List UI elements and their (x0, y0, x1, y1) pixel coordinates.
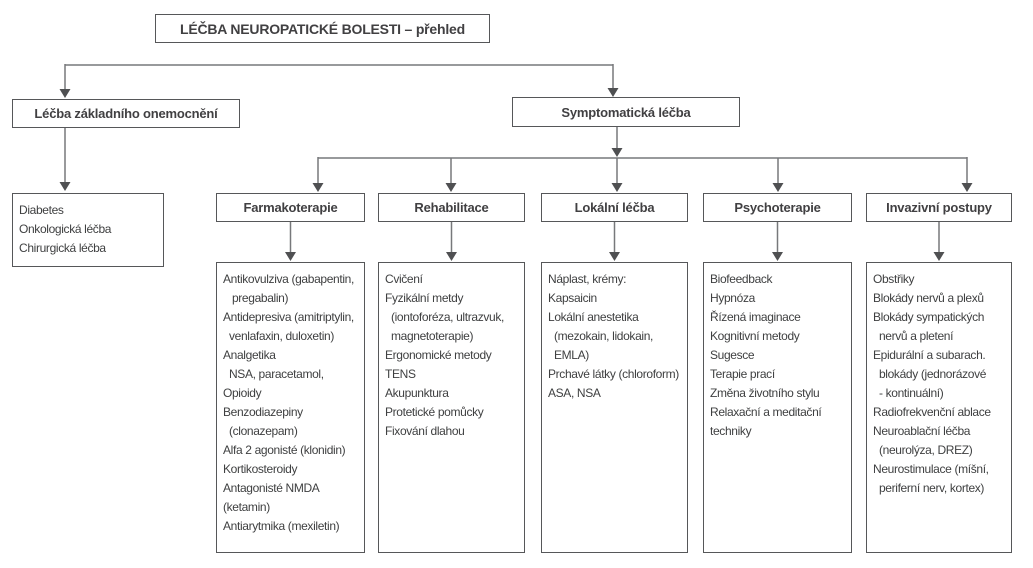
list-item: Analgetika (223, 348, 276, 362)
list-item: Epidurální a subarach. (873, 348, 986, 362)
list-item: ASA, NSA (548, 386, 601, 400)
list-item: (iontoforéza, ultrazvuk, (385, 310, 504, 324)
column-header-label: Rehabilitace (414, 200, 489, 215)
column-content-box: Antikovulziva (gabapentin, pregabalin) An… (216, 262, 365, 553)
list-item: Ergonomické metody (385, 348, 492, 362)
list-item: Cvičení (385, 272, 423, 286)
list-item: Terapie prací (710, 367, 775, 381)
column-header-label: Lokální léčba (574, 200, 655, 215)
title-box: LÉČBA NEUROPATICKÉ BOLESTI – přehled (155, 14, 490, 43)
column-header-box: Psychoterapie (703, 193, 852, 222)
list-item: magnetoterapie) (385, 329, 474, 343)
column-header-box: Rehabilitace (378, 193, 525, 222)
list-item: (mezokain, lidokain, (548, 329, 654, 343)
column-header-label: Farmakoterapie (243, 200, 338, 215)
list-item: Neuroablační léčba (873, 424, 971, 438)
list-item: Relaxační a meditační (710, 405, 822, 419)
list-item: Opioidy (223, 386, 262, 400)
list-item: - kontinuální) (873, 386, 944, 400)
list-item: EMLA) (548, 348, 589, 362)
list-item: Kognitivní metody (710, 329, 800, 343)
list-item: periferní nerv, kortex) (873, 481, 985, 495)
column-header-box: Invazivní postupy (866, 193, 1012, 222)
node-label: Léčba základního onemocnění (34, 106, 218, 121)
list-item: Prchavé látky (chloroform) (548, 367, 679, 381)
list-item: Antagonisté NMDA (223, 481, 320, 495)
list-item: (neurolýza, DREZ) (873, 443, 973, 457)
list-item: Fixování dlahou (385, 424, 465, 438)
node-label: Symptomatická léčba (561, 104, 691, 120)
list-item: Protetické pomůcky (385, 405, 484, 419)
list-item: Antiarytmika (mexiletin) (223, 519, 340, 533)
list-item: Lokální anestetika (548, 310, 639, 324)
list-item: Kortikosteroidy (223, 462, 298, 476)
list-item: venlafaxin, duloxetin) (223, 329, 335, 343)
list-item: Náplast, krémy: (548, 272, 627, 286)
node-symptomatic-treatment: Symptomatická léčba (512, 97, 740, 127)
list-item: Biofeedback (710, 272, 773, 286)
list-item: Fyzikální metdy (385, 291, 464, 305)
column-header-box: Lokální léčba (541, 193, 688, 222)
column-header-box: Farmakoterapie (216, 193, 365, 222)
list-item: Obstřiky (873, 272, 915, 286)
list-item: Neurostimulace (míšní, (873, 462, 989, 476)
list-item: Akupunktura (385, 386, 449, 400)
list-item: Alfa 2 agonisté (klonidin) (223, 443, 346, 457)
page-title: LÉČBA NEUROPATICKÉ BOLESTI – přehled (179, 20, 465, 37)
list-item: Chirurgická léčba (19, 241, 106, 255)
list-item: Sugesce (710, 348, 755, 362)
list-item: Onkologická léčba (19, 222, 112, 236)
list-item: pregabalin) (223, 291, 289, 305)
list-item: NSA, paracetamol, (223, 367, 324, 381)
column-header-label: Invazivní postupy (886, 200, 992, 215)
list-item: Benzodiazepiny (223, 405, 303, 419)
arrowheads (59, 88, 973, 261)
node-basic-disease-treatment: Léčba základního onemocnění (12, 99, 240, 128)
list-item: Řízená imaginace (710, 310, 801, 324)
list-item: Radiofrekvenční ablace (873, 405, 991, 419)
list-item: nervů a pletení (873, 329, 954, 343)
list-item: Diabetes (19, 203, 64, 217)
column-header-label: Psychoterapie (734, 200, 821, 215)
list-item: TENS (385, 367, 416, 381)
list-item: Antidepresiva (amitriptylin, (223, 310, 354, 324)
list-item: Blokády sympatických (873, 310, 985, 324)
list-item: blokády (jednorázové (873, 367, 987, 381)
list-item: Antikovulziva (gabapentin, (223, 272, 354, 286)
list-item: Změna životního stylu (710, 386, 820, 400)
list-item: Hypnóza (710, 291, 755, 305)
list-item: (ketamin) (223, 500, 270, 514)
list-item: Kapsaicin (548, 291, 597, 305)
list-item: (clonazepam) (223, 424, 298, 438)
list-item: Blokády nervů a plexů (873, 291, 984, 305)
list-item: techniky (710, 424, 752, 438)
